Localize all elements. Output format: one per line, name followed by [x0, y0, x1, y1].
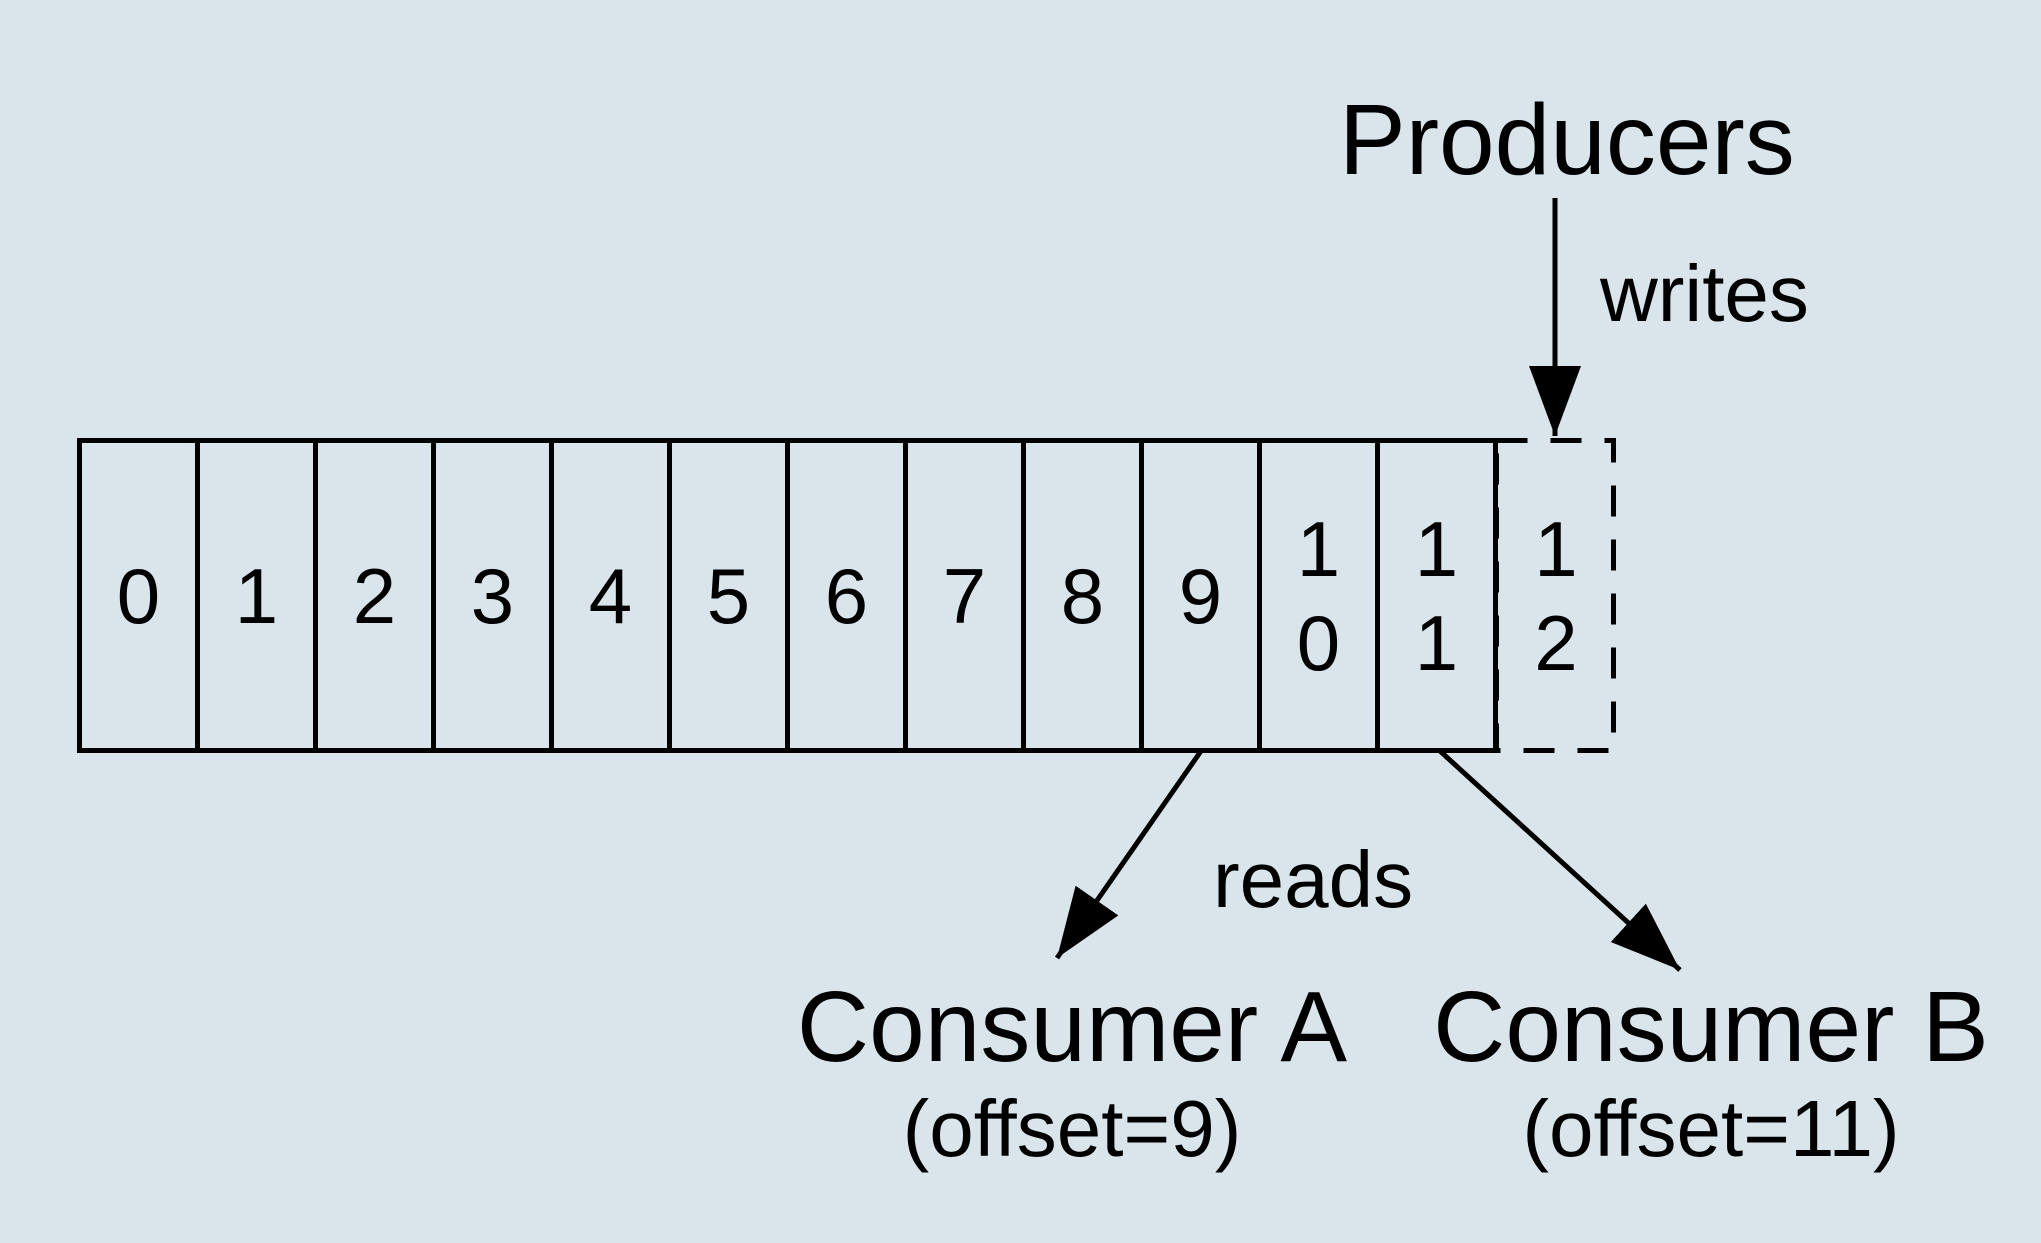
consumer-a-offset: (offset=9) [902, 1084, 1242, 1173]
offset-cell-12: 1 2 [1534, 504, 1578, 687]
producers-label: Producers [1339, 84, 1795, 196]
consumer-a: Consumer A (offset=9) [797, 977, 1347, 1169]
offset-cell-10: 1 0 [1262, 443, 1380, 748]
consumer-b: Consumer B (offset=11) [1433, 977, 1989, 1169]
consumer-a-reads-arrow [1054, 749, 1204, 960]
consumer-b-offset: (offset=11) [1522, 1084, 1900, 1173]
offset-cell-7: 7 [908, 443, 1026, 748]
offset-cell-4: 4 [554, 443, 672, 748]
reads-label: reads [1213, 835, 1414, 924]
offset-cell-3: 3 [436, 443, 554, 748]
offset-cell-5: 5 [672, 443, 790, 748]
writes-label: writes [1600, 249, 1809, 338]
offset-cell-9: 9 [1144, 443, 1262, 748]
pending-cell: 1 2 [1494, 438, 1618, 753]
offset-cell-2: 2 [318, 443, 436, 748]
offset-cell-6: 6 [790, 443, 908, 748]
offset-cell-11: 1 1 [1414, 504, 1459, 687]
consumer-b-reads-arrow [1438, 749, 1682, 972]
offset-cell-8: 8 [1026, 443, 1144, 748]
offset-cell-0: 0 [82, 443, 200, 748]
consumer-b-name: Consumer B [1433, 971, 1989, 1083]
offset-cell-1: 1 [200, 443, 318, 748]
consumer-a-name: Consumer A [796, 971, 1348, 1083]
